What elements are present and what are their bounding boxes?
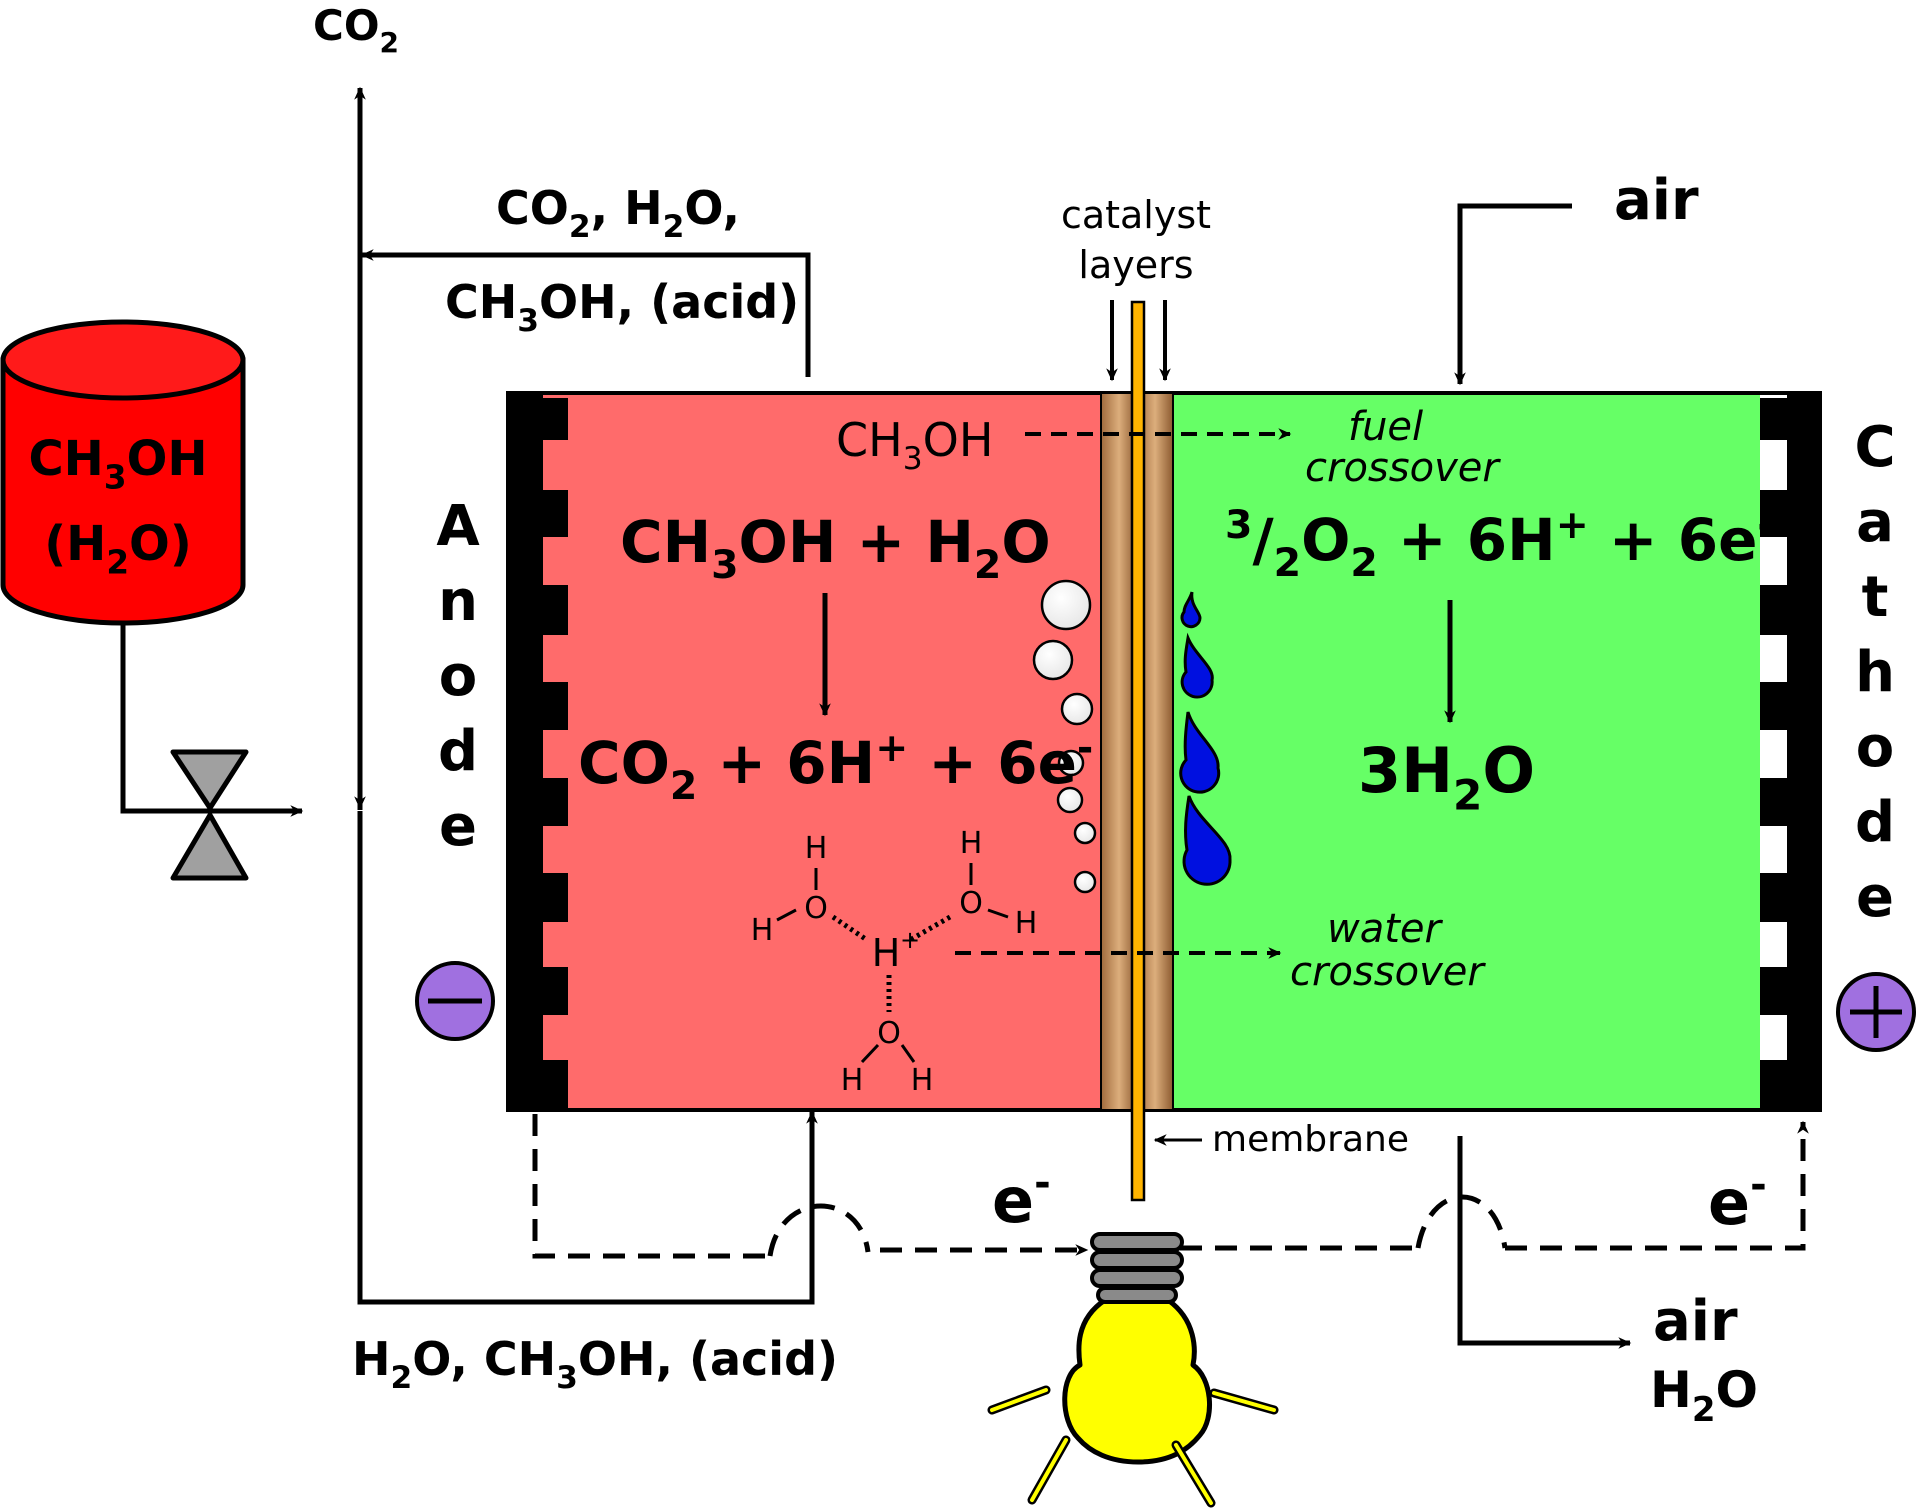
svg-text:H: H [1015, 906, 1038, 941]
cathode-chamber [1173, 393, 1760, 1110]
tank-feed-line [120, 623, 304, 817]
membrane-label: membrane [1212, 1119, 1409, 1160]
electron-label-right: e- [1708, 1162, 1767, 1239]
svg-text:h: h [1855, 640, 1895, 705]
svg-text:+: + [900, 926, 920, 954]
svg-text:e: e [439, 794, 477, 859]
valve-icon [170, 749, 249, 881]
svg-text:H: H [751, 913, 774, 948]
svg-text:O: O [877, 1016, 901, 1051]
positive-terminal-icon [1836, 972, 1916, 1052]
svg-text:d: d [1855, 790, 1895, 855]
svg-text:H: H [841, 1063, 864, 1098]
co2-vent-label: CO2 [313, 1, 399, 59]
svg-text:o: o [1856, 715, 1894, 780]
cathode-flow-plate [1760, 393, 1820, 1110]
membrane [1130, 300, 1146, 1202]
svg-text:H: H [805, 831, 828, 866]
anode-exhaust-label-line2: CH3OH, (acid) [445, 275, 799, 339]
fuel-crossover-label-line1: fuel [1348, 404, 1423, 450]
water-crossover-label-line1: water [1327, 906, 1444, 952]
svg-text:o: o [439, 644, 477, 709]
anode-label: A n o d e [436, 494, 480, 859]
hydronium-bonds [776, 863, 1009, 1064]
svg-text:e: e [1856, 865, 1894, 930]
tank-label-line2: (H2O) [44, 516, 192, 581]
light-bulb-icon [987, 1232, 1279, 1508]
co2-bubbles [1032, 579, 1097, 894]
svg-text:a: a [1856, 490, 1894, 555]
svg-text:d: d [438, 719, 478, 784]
external-circuit [532, 1114, 1809, 1259]
anode-flow-plate [508, 393, 568, 1110]
cathode-label: C a t h o d e [1854, 415, 1895, 930]
catalyst-label-line1: catalyst [1061, 193, 1211, 237]
svg-text:O: O [959, 886, 983, 921]
tank-label-line1: CH3OH [28, 431, 207, 496]
electron-label-left: e- [992, 1160, 1051, 1237]
svg-text:H: H [911, 1063, 934, 1098]
anode-feed-line [357, 811, 818, 1305]
water-crossover-label-line2: crossover [1290, 949, 1486, 995]
air-outlet-label: air [1653, 1289, 1738, 1354]
water-droplets [1179, 591, 1232, 886]
negative-terminal-icon [415, 961, 495, 1041]
anode-reactants: CH3OH + H2O [620, 508, 1051, 588]
methanol-crossover-label: CH3OH [836, 413, 993, 477]
anode-products: CO2 + 6H+ + 6e- [578, 725, 1093, 809]
air-outlet-line [1457, 1136, 1632, 1349]
cathode-reactants: 3/2O2 + 6H+ + 6e- [1225, 502, 1774, 586]
svg-text:n: n [438, 569, 478, 634]
hydronium-cluster: H O H H O H H + O H H [751, 826, 1038, 1098]
svg-text:A: A [436, 494, 480, 559]
air-inlet-label: air [1614, 168, 1699, 233]
catalyst-label-line2: layers [1078, 243, 1193, 287]
svg-text:H: H [960, 826, 983, 861]
svg-text:H: H [872, 931, 901, 975]
anode-exhaust-line [360, 249, 811, 377]
svg-text:O: O [804, 891, 828, 926]
fuel-crossover-label-line2: crossover [1305, 445, 1501, 491]
svg-text:C: C [1854, 415, 1895, 480]
cathode-products: 3H2O [1358, 734, 1535, 819]
air-inlet-line [1454, 203, 1572, 386]
anode-feed-label: H2O, CH3OH, (acid) [352, 1332, 838, 1396]
methanol-tank [0, 319, 246, 626]
air-outlet-water-label: H2O [1650, 1361, 1758, 1430]
anode-chamber [508, 393, 1103, 1110]
svg-text:t: t [1862, 565, 1889, 630]
anode-exhaust-label-line1: CO2, H2O, [496, 181, 740, 245]
